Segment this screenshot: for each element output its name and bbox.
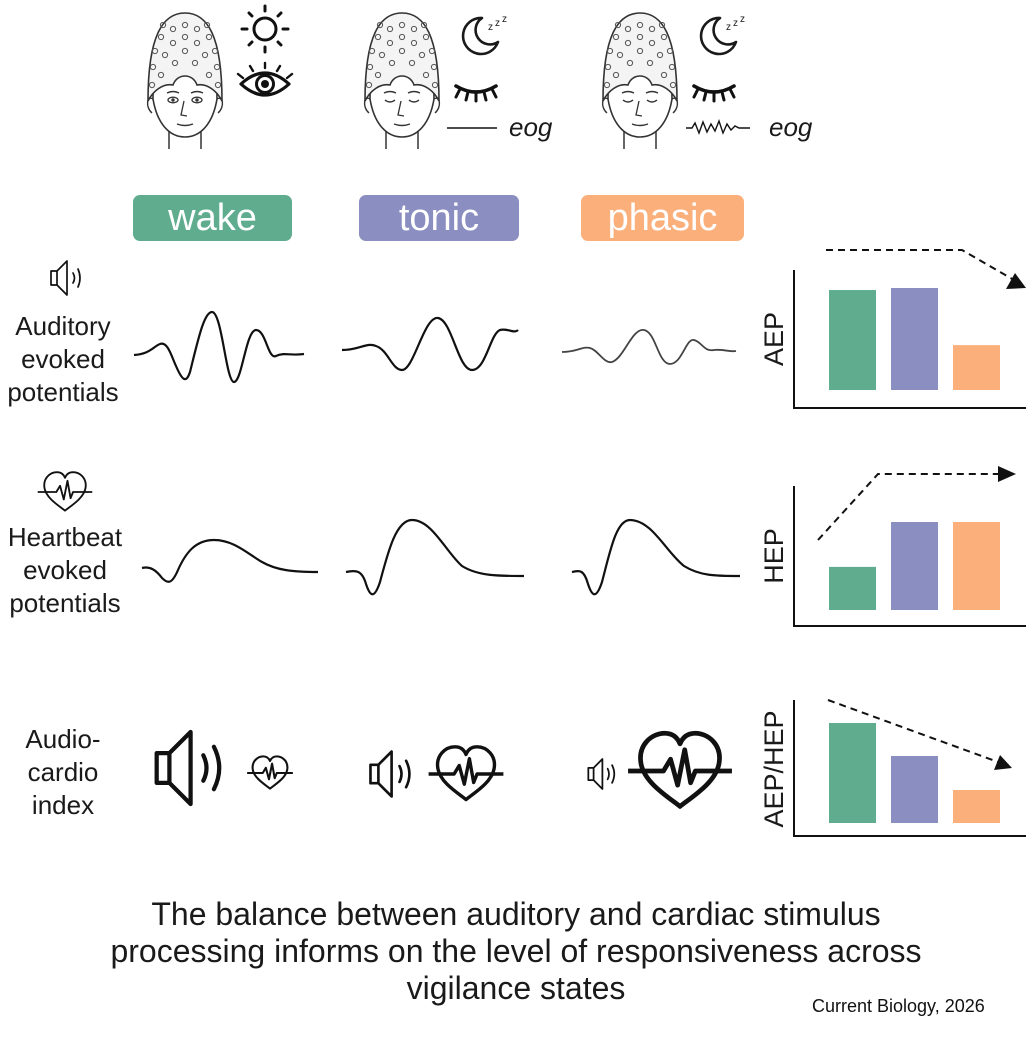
- chart-axes: [793, 270, 1026, 837]
- trend-arrows: [817, 249, 1026, 770]
- hep-bar-wake: [829, 566, 876, 610]
- eyes-open-icon: [167, 96, 203, 104]
- closed-eye-icon-phasic: [692, 84, 736, 103]
- closed-eye-icon-tonic: [454, 84, 498, 103]
- aep-chart-axes: [793, 270, 1026, 409]
- caption-line: The balance between auditory and cardiac…: [151, 896, 881, 932]
- heart-icon-tonic: [426, 745, 506, 802]
- row-label-line: Audio-: [25, 724, 101, 754]
- row-label-line: index: [31, 790, 95, 820]
- bar-charts: AEP HEP AEP/HEP: [759, 288, 1000, 828]
- figure-caption: The balance between auditory and cardiac…: [0, 896, 1032, 1007]
- hep-trend-arrow: [817, 473, 1000, 541]
- aep-hep-bar-wake: [829, 723, 876, 823]
- caption-line: processing informs on the level of respo…: [110, 933, 922, 969]
- hep-waveform-tonic: [345, 518, 525, 596]
- chart-ylabel: AEP/HEP: [759, 710, 789, 827]
- aep-trend-arrow: [826, 249, 1015, 281]
- caption-line: vigilance states: [406, 970, 626, 1006]
- heart-icon-wake: [246, 755, 294, 790]
- aep-hep-bar-phasic: [953, 790, 1000, 823]
- source-credit: Current Biology, 2026: [812, 996, 985, 1016]
- heartbeat-heart-icon: [37, 471, 93, 512]
- moon-icon-tonic: [461, 12, 509, 56]
- hep-waveform-phasic: [571, 518, 741, 596]
- row-label-auditory: Auditory evoked potentials: [0, 310, 126, 409]
- sun-icon: [240, 4, 290, 54]
- row-label-audio-cardio: Audio- cardio index: [0, 723, 126, 822]
- state-pill-tonic: tonic: [359, 195, 519, 241]
- row-label-line: Auditory: [15, 311, 111, 341]
- hep-chart-axes: [793, 486, 1026, 627]
- speaker-icon-tonic: [369, 750, 411, 798]
- aep-hep-bar-tonic: [891, 756, 938, 823]
- row-label-line: evoked: [21, 344, 105, 374]
- chart-ylabel: HEP: [759, 528, 789, 584]
- aep-bar-tonic: [891, 288, 938, 390]
- auditory-speaker-icon: [50, 260, 81, 296]
- hep-bar-phasic: [953, 522, 1000, 610]
- eeg-cap-head-icon-phasic: [601, 12, 679, 150]
- heart-icon-phasic: [628, 733, 732, 806]
- eyes-closed-icon-phasic: [622, 99, 658, 103]
- row-label-line: potentials: [7, 377, 119, 407]
- eog-label-tonic: eog: [509, 112, 553, 142]
- row-label-line: potentials: [9, 588, 121, 618]
- speaker-icon-wake: [157, 732, 220, 804]
- eeg-cap-head-icon-tonic: [363, 12, 441, 150]
- speaker-icon-phasic: [587, 758, 616, 790]
- row-label-line: Heartbeat: [7, 522, 123, 552]
- eog-label-phasic: eog: [769, 112, 813, 142]
- aep-bar-phasic: [953, 345, 1000, 390]
- ratio-chart-axes: [793, 700, 1026, 837]
- row-label-line: evoked: [23, 555, 107, 585]
- state-pill-phasic: phasic: [581, 195, 744, 241]
- hep-bar-tonic: [891, 522, 938, 610]
- state-pill-wake: wake: [133, 195, 292, 241]
- eog-trace-active: [686, 118, 750, 135]
- open-eye-icon: [236, 61, 294, 97]
- row-label-line: cardio: [27, 757, 99, 787]
- moon-icon-phasic: [699, 12, 747, 56]
- eeg-cap-head-icon-wake: [146, 12, 224, 150]
- aep-waveform-wake: [133, 310, 305, 384]
- aep-bar-wake: [829, 290, 876, 390]
- hep-waveform-wake: [141, 538, 319, 583]
- chart-ylabel: AEP: [759, 312, 789, 366]
- row-label-heartbeat: Heartbeat evoked potentials: [0, 521, 130, 620]
- aep-waveform-tonic: [341, 316, 519, 372]
- aep-waveform-phasic: [561, 329, 737, 365]
- eyes-closed-icon-tonic: [384, 99, 420, 103]
- ratio-trend-arrow: [827, 699, 999, 763]
